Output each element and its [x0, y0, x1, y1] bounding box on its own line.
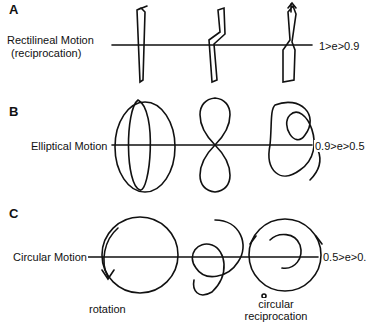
arrow-head: [288, 3, 296, 8]
motion-name: Circular Motion: [12, 251, 88, 263]
circle-trace: [249, 219, 321, 291]
ellipse-trace: [115, 102, 175, 192]
panel-letter: B: [8, 106, 19, 118]
axis-line: [112, 44, 312, 46]
trace: [270, 235, 301, 269]
trace: [104, 228, 118, 277]
trace: [283, 4, 296, 82]
figure-eight-trace: [200, 98, 230, 192]
arrow-head: [250, 236, 322, 244]
panel-letter: C: [8, 208, 19, 220]
trace: [310, 150, 320, 180]
motion-name: Elliptical Motion: [30, 140, 108, 152]
trace: [192, 220, 243, 295]
eccentricity-range: 0.5>e>0.: [322, 251, 367, 263]
arrow-head: [102, 270, 114, 279]
caption-label: rotation: [88, 303, 127, 315]
eccentricity-range: 1>e>0.9: [318, 40, 360, 52]
trace: [128, 100, 150, 190]
caption-label: circular reciprocation: [240, 298, 312, 322]
circle-trace: [102, 217, 178, 293]
trace: [209, 8, 225, 82]
axis-line: [112, 144, 312, 146]
eccentricity-range: 0.9>e>0.5: [314, 140, 366, 152]
motion-name: Rectilineal Motion: [6, 34, 95, 46]
trace: [137, 6, 147, 82]
panel-letter: A: [8, 4, 19, 16]
motion-name: (reciprocation): [10, 47, 82, 59]
trace: [269, 102, 314, 176]
